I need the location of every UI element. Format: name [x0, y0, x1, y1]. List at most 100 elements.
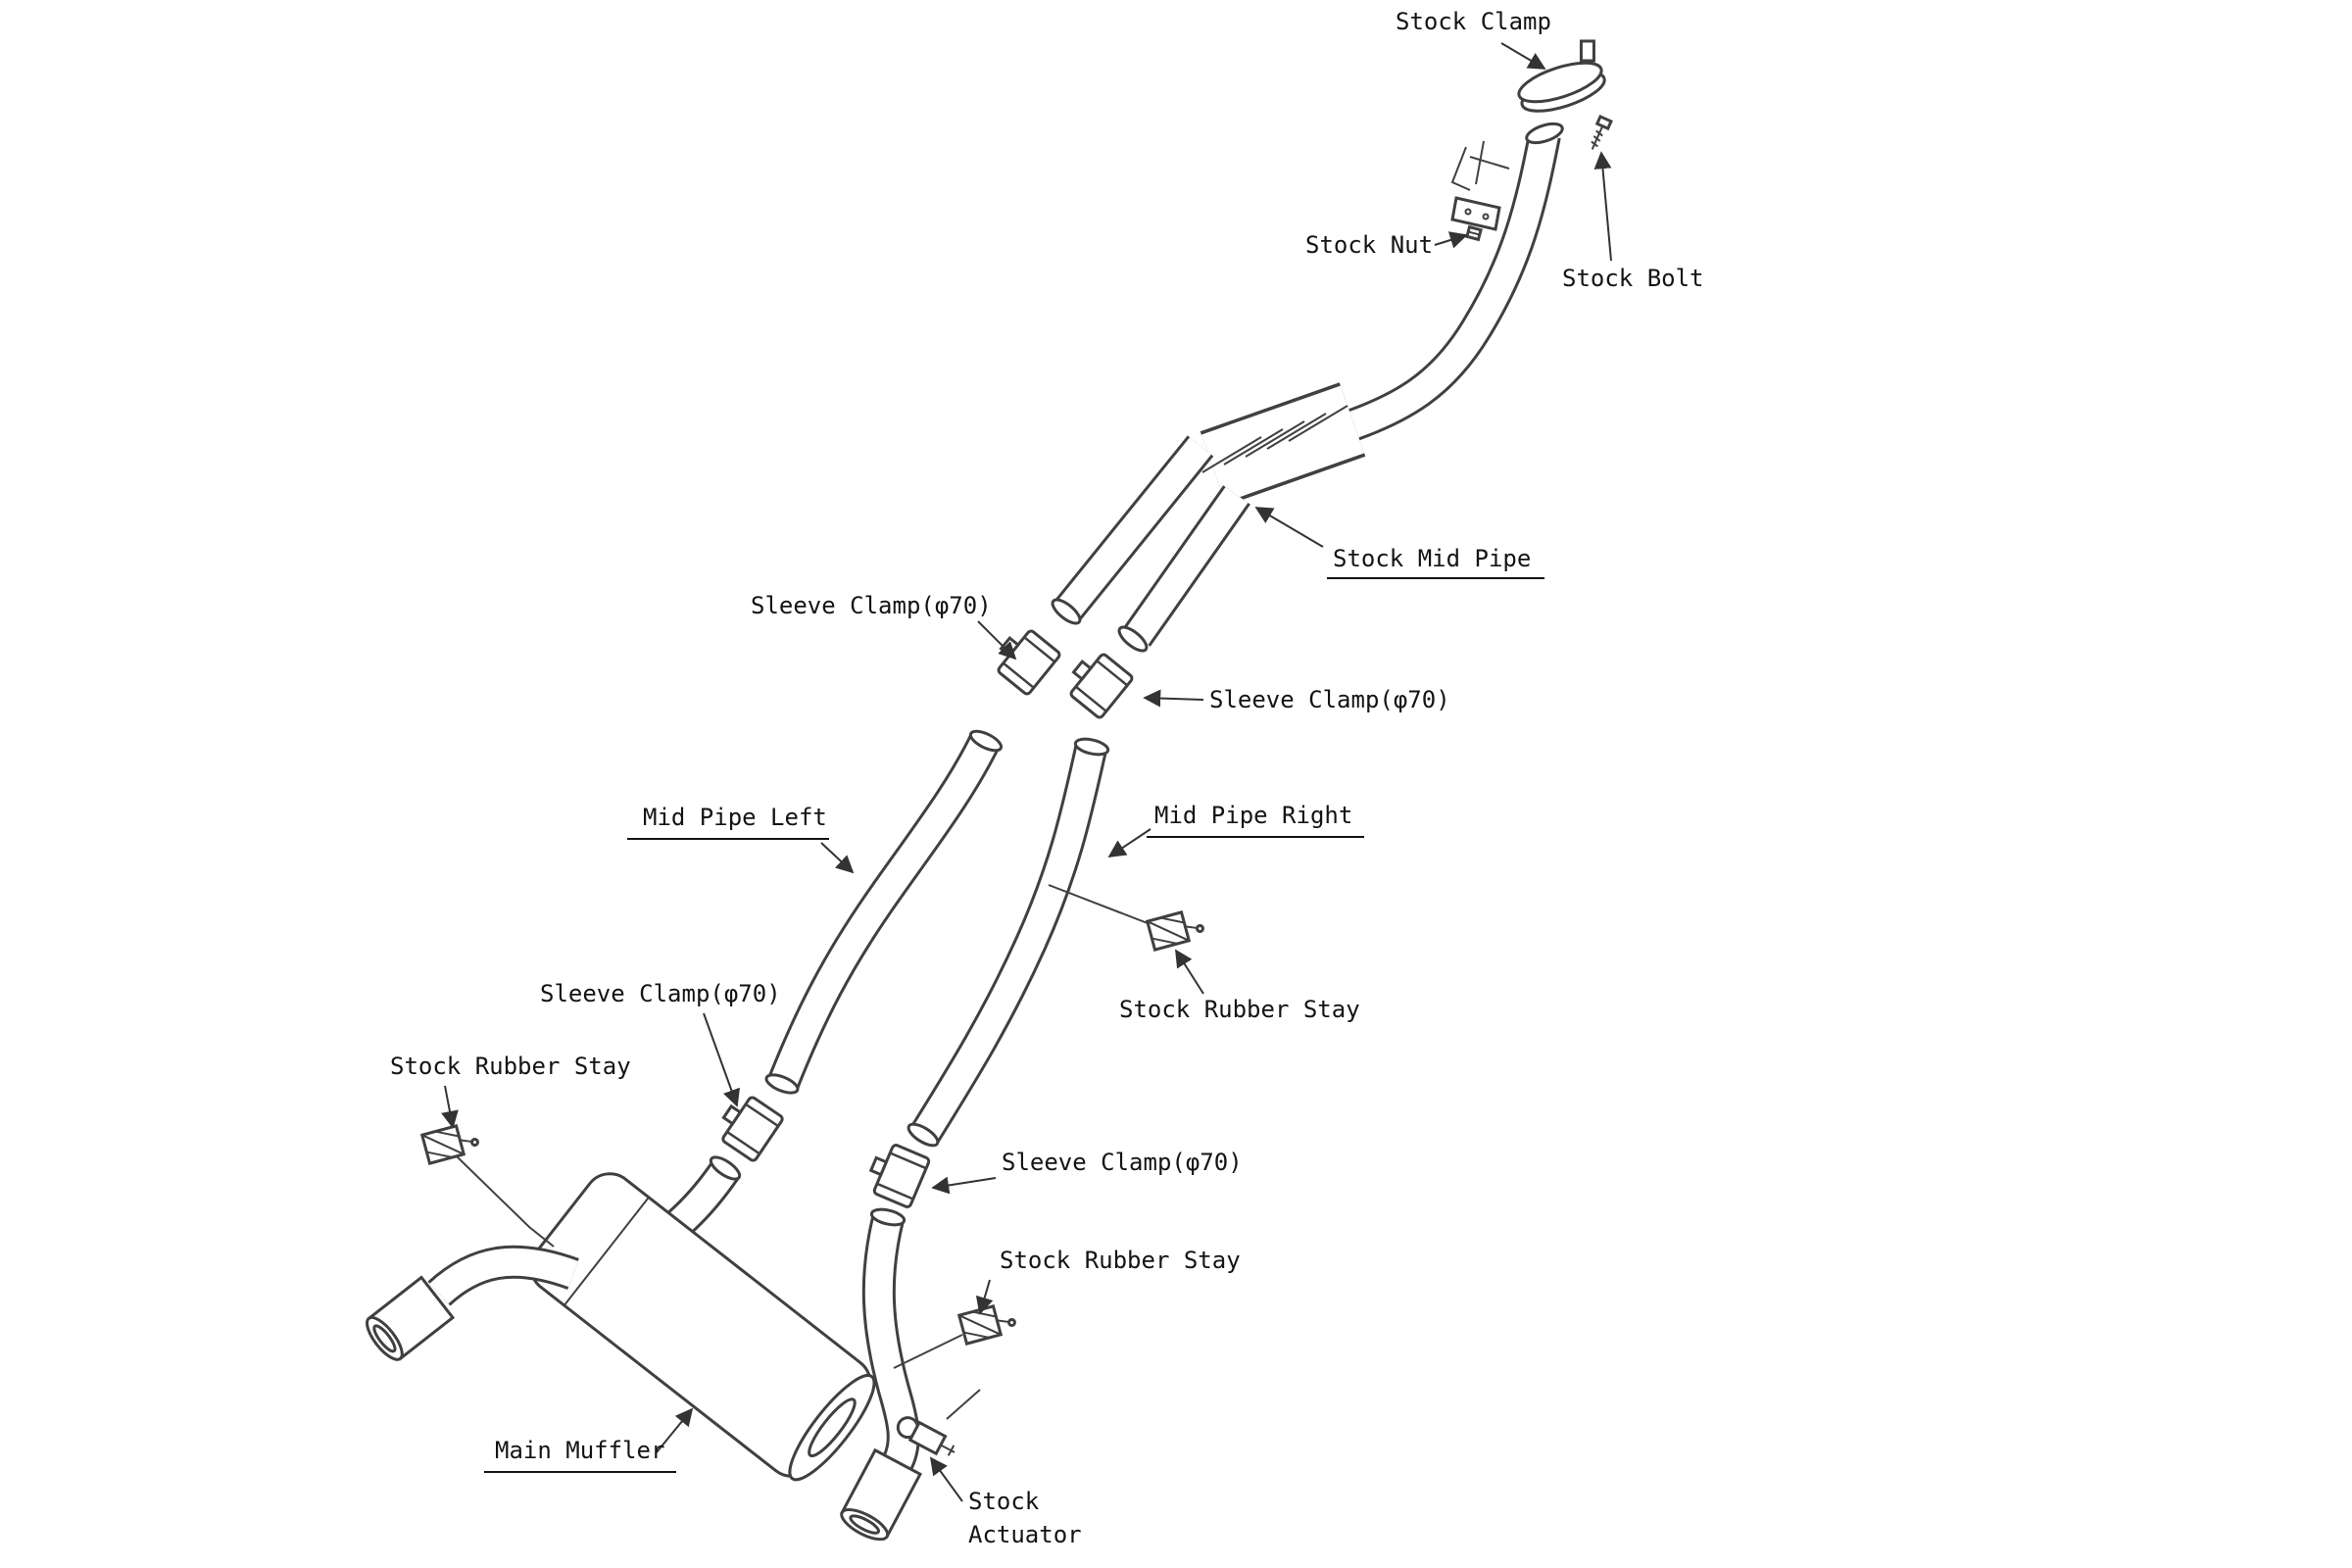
stay-rod — [456, 1155, 555, 1248]
actuator-body — [907, 1420, 948, 1456]
hatch-line — [1201, 436, 1262, 473]
leader-main-muffler — [656, 1407, 694, 1453]
sleeve-clamp-upper-right-part — [1059, 645, 1136, 721]
mid-pipe-left-part — [764, 729, 1004, 1095]
pipe-open-end — [709, 1155, 742, 1181]
muffler-end-cap-inner — [808, 1397, 857, 1458]
stock-rubber-stay-center-part — [957, 1299, 1019, 1346]
left-exhaust-tip-part — [366, 1275, 456, 1361]
leader-sleeve-clamp-upper-right — [1143, 689, 1204, 708]
bracket-plate — [1450, 196, 1501, 231]
pipe-open-end — [968, 729, 1004, 753]
sleeve-clamp-lower-right-part — [861, 1138, 932, 1210]
hatch-line — [1245, 420, 1305, 458]
pipe-open-end — [1525, 122, 1564, 145]
hatch-line — [1266, 413, 1327, 450]
mid-pipe-right-part — [906, 737, 1110, 1148]
actuator-link-rod — [946, 1389, 981, 1420]
leader-stock-mid-pipe — [1254, 507, 1324, 548]
leader-stock-rubber-stay-center — [975, 1279, 994, 1315]
pipe-fill — [768, 732, 999, 1092]
sleeve-clamp-upper-left-part — [987, 621, 1063, 698]
label-sleeve-clamp-lower-left: Sleeve Clamp(φ70) — [540, 980, 781, 1007]
label-mid-pipe-left: Mid Pipe Left — [643, 804, 827, 831]
leader-mid-pipe-left — [820, 842, 855, 874]
label-stock-actuator-line2: Actuator — [968, 1521, 1082, 1548]
hatch-line — [1288, 405, 1348, 442]
outlet-left-fill — [1057, 437, 1211, 618]
bracket-hole — [1464, 208, 1472, 216]
bracket-rod — [1475, 140, 1485, 185]
label-stock-clamp: Stock Clamp — [1396, 8, 1551, 35]
right-tail-pipe-part — [861, 1207, 920, 1470]
main-muffler-part — [529, 1172, 876, 1482]
pipe-open-end — [764, 1073, 800, 1095]
stock-bolt-part — [1591, 114, 1613, 150]
stock-actuator-part — [896, 1416, 956, 1456]
actuator-rod — [940, 1444, 956, 1453]
leader-stock-bolt — [1593, 151, 1612, 262]
label-main-muffler: Main Muffler — [495, 1437, 664, 1464]
label-sleeve-clamp-lower-right: Sleeve Clamp(φ70) — [1002, 1149, 1243, 1176]
leader-stock-nut — [1434, 231, 1468, 249]
label-sleeve-clamp-upper-left: Sleeve Clamp(φ70) — [751, 592, 992, 619]
bracket-rod — [1469, 156, 1510, 170]
bolt-head — [1594, 114, 1613, 131]
outlet-right-fill — [1125, 486, 1249, 646]
leader-sleeve-clamp-upper-left — [977, 620, 1017, 661]
front-pipe-part — [1341, 122, 1564, 444]
leader-stock-clamp — [1500, 42, 1546, 70]
pipe-fill — [911, 741, 1105, 1145]
muffler-body — [529, 1172, 872, 1478]
label-stock-nut: Stock Nut — [1305, 231, 1433, 259]
tip-opening-inner — [849, 1514, 881, 1535]
pipe-fill — [429, 1248, 578, 1304]
pipe-open-end — [1051, 598, 1082, 625]
label-stock-mid-pipe: Stock Mid Pipe — [1333, 545, 1531, 572]
pipe-open-end — [906, 1122, 940, 1148]
leader-sleeve-clamp-lower-right — [931, 1176, 997, 1195]
label-mid-pipe-right: Mid Pipe Right — [1154, 802, 1352, 829]
left-tail-pipe-part — [427, 1245, 579, 1306]
stock-rubber-stay-right-part — [1146, 906, 1207, 952]
bolt-thread — [1592, 135, 1601, 142]
bottom-exhaust-tip-part — [840, 1447, 922, 1542]
bracket-hole — [1482, 213, 1490, 220]
stock-nut-part — [1465, 224, 1483, 242]
leader-mid-pipe-right — [1107, 828, 1152, 858]
stock-rubber-stay-left-part — [420, 1119, 482, 1165]
clamp-screw-housing — [1579, 39, 1595, 63]
stock-hanger-bracket-part — [1450, 140, 1510, 231]
pipe-open-end — [1073, 737, 1110, 757]
label-stock-bolt: Stock Bolt — [1562, 265, 1704, 292]
bolt-thread — [1595, 129, 1603, 137]
pipe-fill — [1200, 385, 1365, 503]
sleeve-clamp-lower-left-part — [710, 1088, 786, 1164]
pipe-open-end — [1117, 625, 1149, 653]
stay-rod — [1048, 884, 1153, 926]
label-stock-rubber-stay-left: Stock Rubber Stay — [390, 1053, 631, 1080]
label-stock-rubber-stay-center: Stock Rubber Stay — [1000, 1247, 1241, 1274]
label-stock-rubber-stay-right: Stock Rubber Stay — [1119, 996, 1360, 1023]
label-sleeve-clamp-upper-right: Sleeve Clamp(φ70) — [1209, 686, 1450, 713]
bracket-rod — [1450, 146, 1471, 191]
hatch-line — [1223, 428, 1284, 466]
stock-mid-pipe-part — [1051, 382, 1366, 653]
leader-stock-actuator — [929, 1456, 963, 1502]
pipe-open-end — [869, 1207, 906, 1227]
clamp-band-upper — [1517, 61, 1603, 104]
leader-sleeve-clamp-lower-left — [703, 1012, 740, 1107]
stock-clamp-part — [1517, 39, 1606, 113]
bolt-thread — [1591, 140, 1598, 148]
stay-rod — [893, 1334, 963, 1369]
pipe-fill — [1342, 132, 1558, 441]
muffler-seam — [563, 1197, 650, 1306]
actuator-rod — [947, 1445, 956, 1456]
label-stock-actuator-line1: Stock — [968, 1488, 1040, 1515]
leader-stock-rubber-stay-right — [1175, 949, 1204, 995]
leader-stock-rubber-stay-left — [441, 1085, 459, 1129]
pipe-fill — [864, 1215, 917, 1469]
nut-line — [1467, 230, 1481, 236]
tip-opening-inner — [372, 1324, 397, 1353]
